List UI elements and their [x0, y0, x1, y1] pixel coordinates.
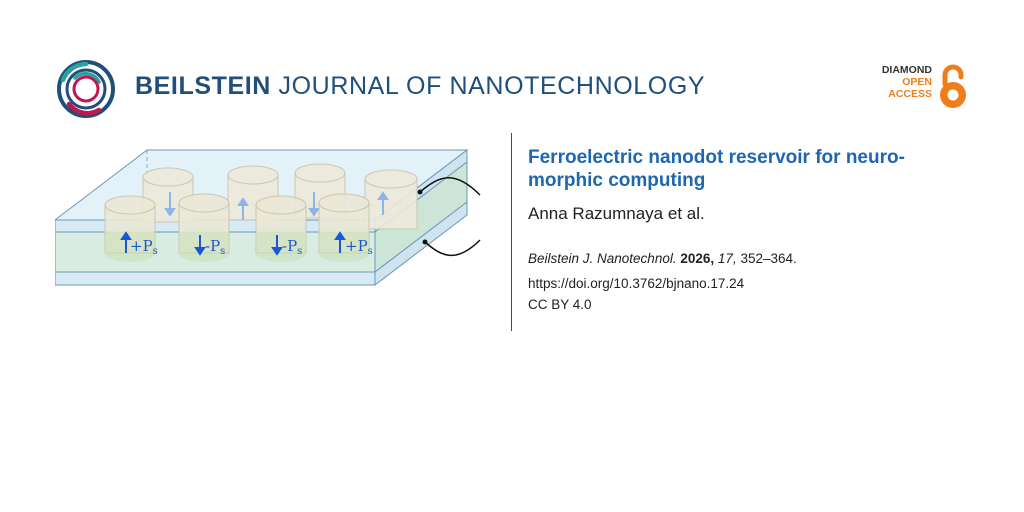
journal-name-rest: JOURNAL OF NANOTECHNOLOGY [278, 72, 706, 100]
article-figure: +Ps -Ps -Ps +Ps [53, 145, 495, 295]
pol-label-4: +P [345, 237, 368, 255]
svg-text:+Ps: +Ps [130, 237, 158, 257]
citation-volume: 17, [717, 251, 737, 266]
beilstein-ring-logo-icon [55, 58, 117, 120]
pol-sub-1: s [153, 246, 158, 257]
pol-label-1: +P [130, 237, 153, 255]
oa-line-access: ACCESS [888, 88, 932, 100]
divider [511, 133, 512, 331]
diamond-open-access-badge[interactable]: DIAMOND OPEN ACCESS [872, 64, 972, 112]
pol-sub-2: s [220, 246, 225, 257]
citation-pages: 352–364. [740, 251, 797, 266]
citation-journal: Beilstein J. Nanotechnol. [528, 251, 677, 266]
oa-text: DIAMOND OPEN ACCESS [882, 64, 932, 100]
pol-sub-3: s [297, 246, 302, 257]
open-access-lock-icon [936, 64, 970, 110]
journal-name: BEILSTEIN JOURNAL OF NANOTECHNOLOGY [135, 72, 705, 101]
svg-text:-Ps: -Ps [205, 237, 225, 257]
article-citation: Beilstein J. Nanotechnol. 2026, 17, 352–… [528, 251, 968, 266]
pol-sub-4: s [368, 246, 373, 257]
article-title[interactable]: Ferroelectric nanodot reservoir for neur… [528, 147, 905, 191]
oa-line-diamond: DIAMOND [881, 64, 932, 76]
pol-label-3: -P [282, 237, 297, 255]
doi-link[interactable]: https://doi.org/10.3762/bjnano.17.24 [528, 276, 745, 291]
article-authors: Anna Razumnaya et al. [528, 204, 705, 223]
license-label: CC BY 4.0 [528, 297, 592, 312]
svg-text:+Ps: +Ps [345, 237, 373, 257]
article-info: Ferroelectric nanodot reservoir for neur… [528, 146, 968, 312]
journal-name-bold: BEILSTEIN [135, 72, 271, 100]
oa-line-open: OPEN [902, 76, 932, 88]
svg-text:-Ps: -Ps [282, 237, 302, 257]
citation-year: 2026, [680, 251, 715, 266]
pol-label-2: -P [205, 237, 220, 255]
